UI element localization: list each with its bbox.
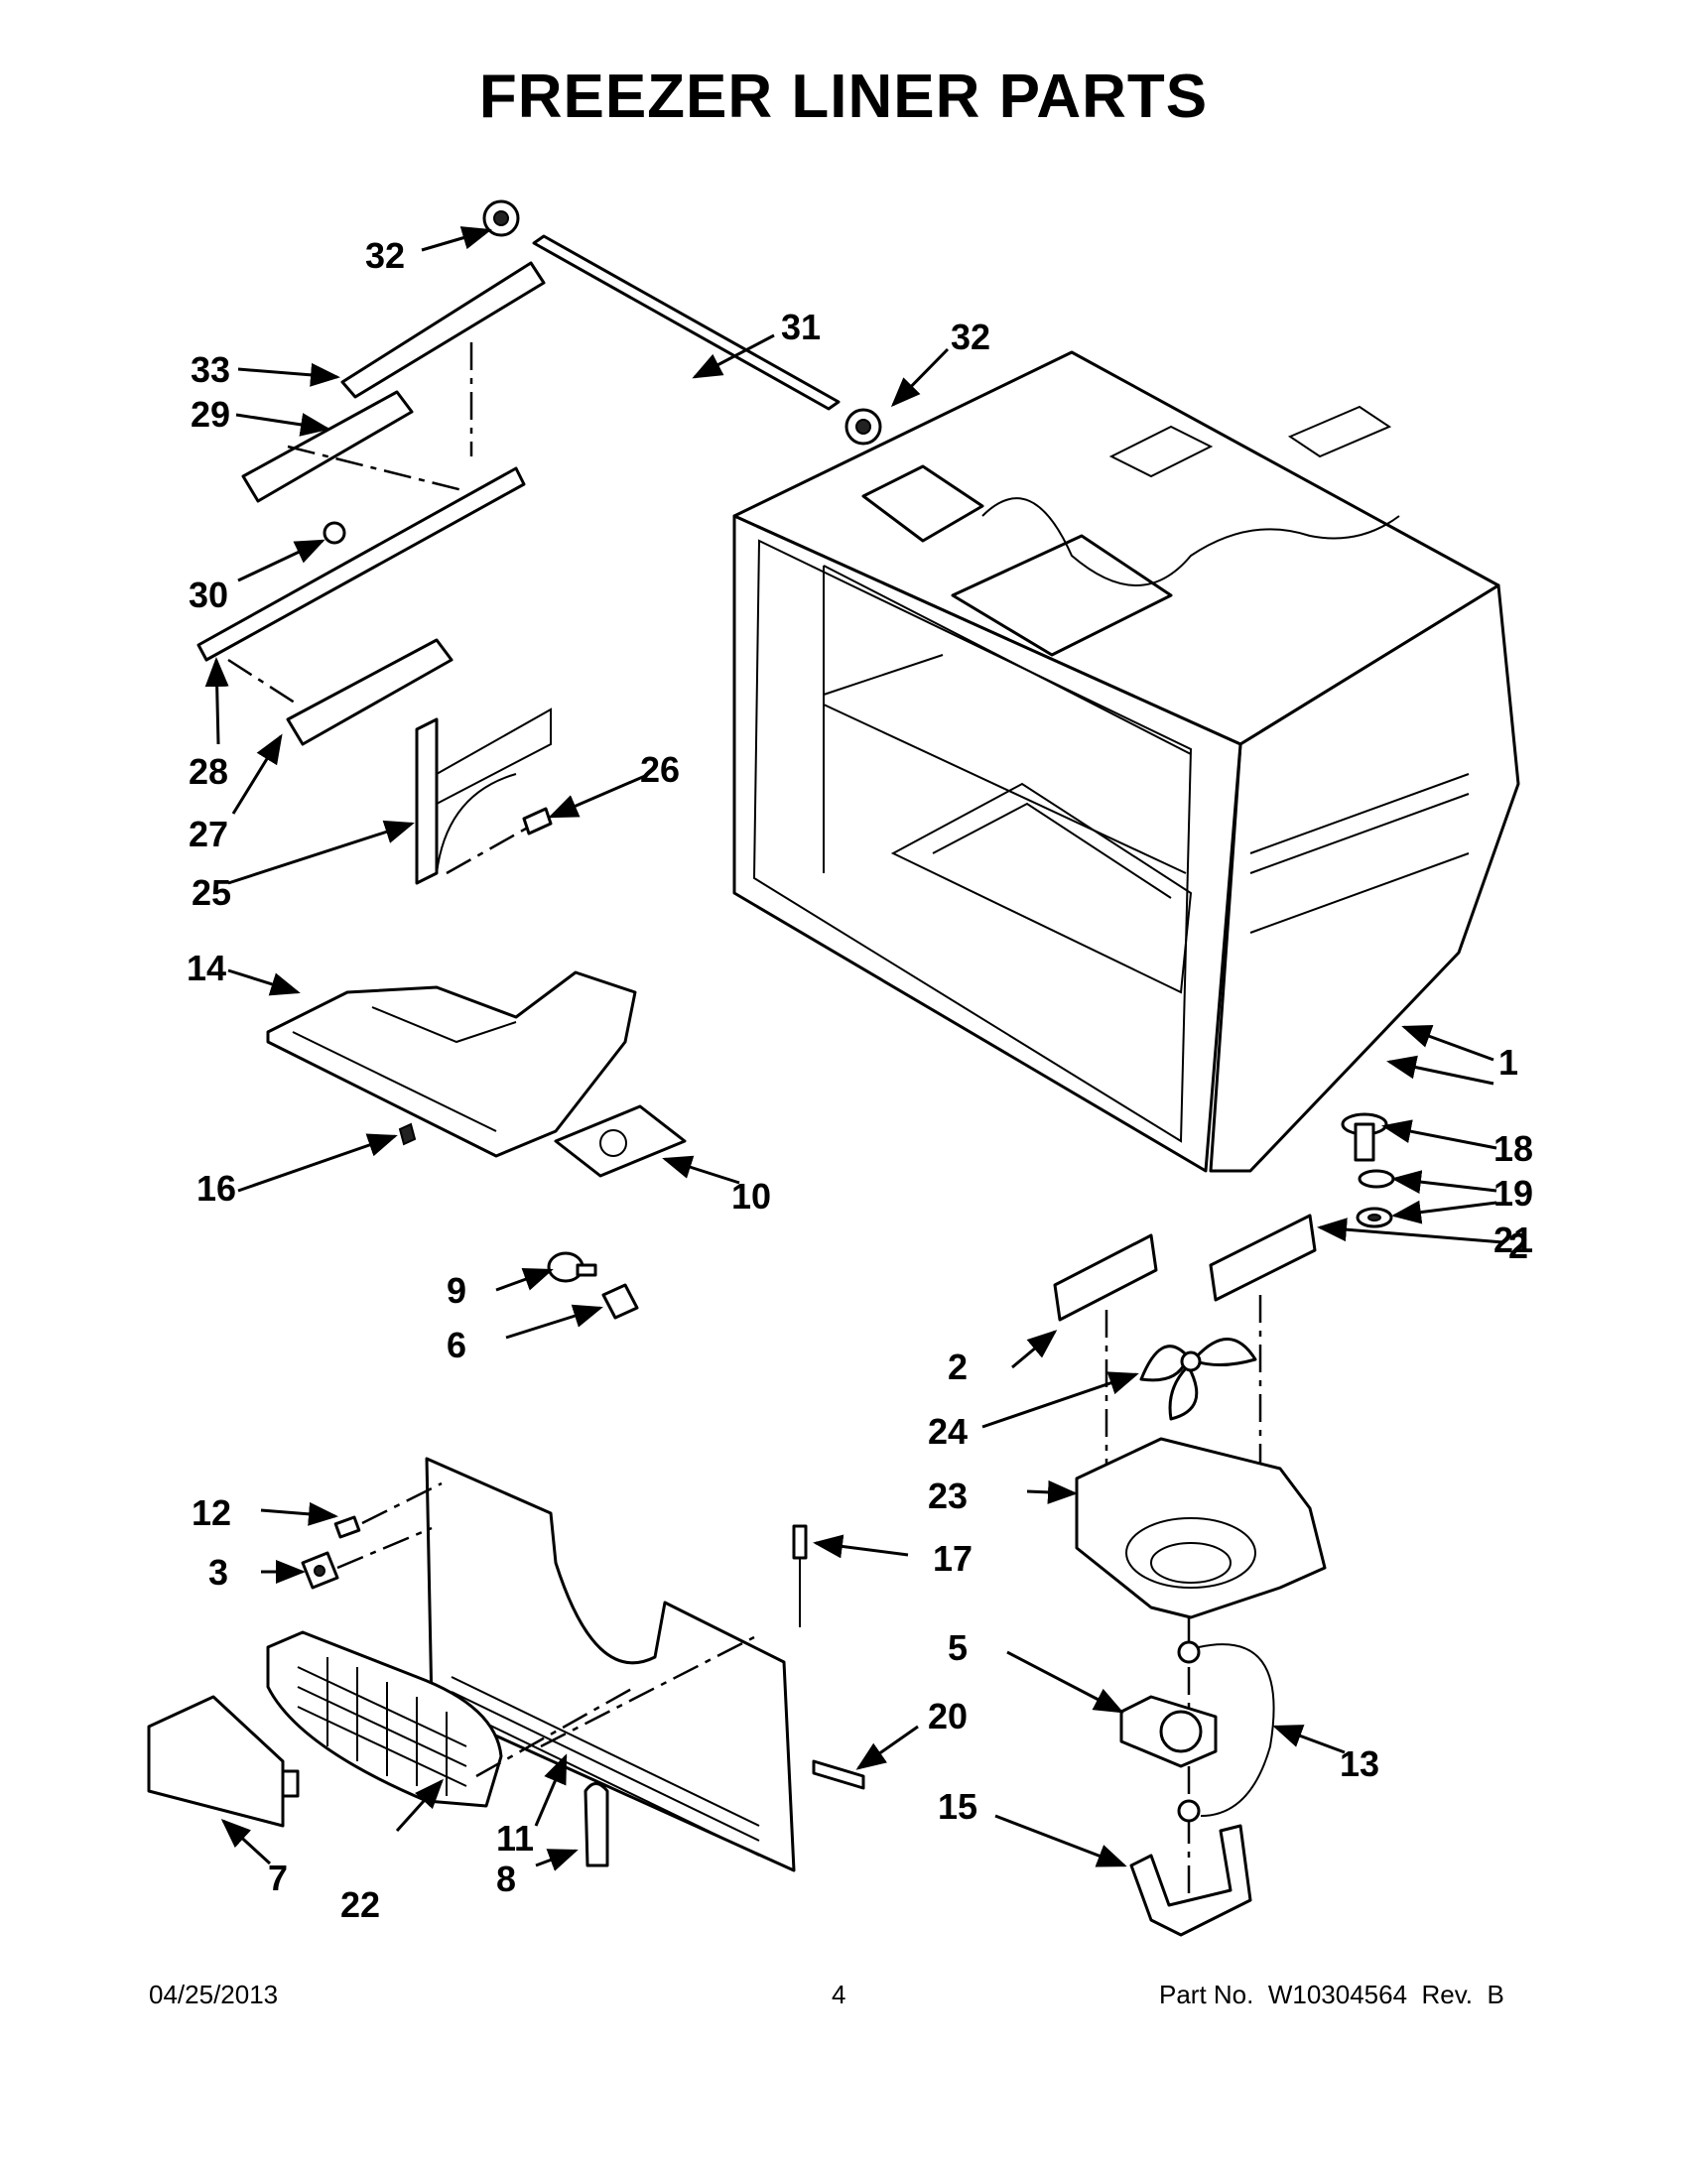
rail-end-bracket[interactable]	[286, 638, 454, 746]
o-ring[interactable]	[1358, 1169, 1395, 1189]
rod-part[interactable]	[532, 234, 841, 411]
spacer-bar[interactable]	[812, 1759, 865, 1790]
fan-motor[interactable]	[1119, 1640, 1218, 1823]
callout-2-right: 2	[1508, 1225, 1528, 1266]
grommet-3[interactable]	[301, 1551, 339, 1590]
callout-6: 6	[447, 1325, 466, 1365]
gear-upper[interactable]	[482, 199, 520, 237]
callout-9: 9	[447, 1270, 466, 1311]
bracket-plate[interactable]	[415, 717, 439, 885]
freezer-liner[interactable]	[732, 350, 1520, 1173]
callout-17: 17	[933, 1538, 973, 1579]
bulb-socket[interactable]	[601, 1283, 639, 1320]
motor-wire[interactable]	[1198, 1643, 1275, 1817]
footer-page-number: 4	[832, 1980, 846, 2009]
callout-24: 24	[928, 1411, 968, 1452]
switch-16[interactable]	[398, 1122, 417, 1146]
duct-cover[interactable]	[147, 1695, 285, 1828]
callout-2-left: 2	[948, 1347, 968, 1387]
callout-11: 11	[496, 1818, 534, 1859]
callout-22: 22	[340, 1884, 380, 1925]
drain-fitting[interactable]	[1341, 1112, 1388, 1162]
callout-30: 30	[189, 575, 228, 615]
callout-32-right: 32	[951, 317, 990, 357]
callout-19: 19	[1493, 1173, 1533, 1214]
callout-15: 15	[938, 1786, 977, 1827]
screw-30[interactable]	[323, 521, 346, 545]
fan-blade[interactable]	[1139, 1338, 1257, 1421]
callout-29: 29	[191, 394, 230, 435]
callout-18: 18	[1493, 1128, 1533, 1169]
rail-cover[interactable]	[340, 261, 546, 399]
callout-33: 33	[191, 349, 230, 390]
slide-rail[interactable]	[196, 466, 526, 662]
callout-13: 13	[1340, 1743, 1379, 1784]
gear-lower[interactable]	[844, 408, 882, 446]
callout-8: 8	[496, 1859, 516, 1899]
evaporator-cover[interactable]	[425, 1457, 796, 1872]
callout-16: 16	[196, 1168, 236, 1209]
callout-12: 12	[192, 1492, 231, 1533]
callout-25: 25	[192, 872, 231, 913]
insulation-pad-left[interactable]	[1053, 1233, 1158, 1322]
page-title: FREEZER LINER PARTS	[478, 63, 1209, 131]
callout-31: 31	[781, 307, 821, 347]
footer-date: 04/25/2013	[149, 1980, 279, 2009]
callout-10: 10	[731, 1176, 771, 1217]
ice-tray[interactable]	[266, 970, 637, 1158]
callout-7: 7	[268, 1858, 288, 1898]
motor-bracket[interactable]	[1129, 1824, 1252, 1937]
callout-21: 21	[1493, 1220, 1533, 1260]
screw-26[interactable]	[522, 807, 553, 835]
thermistor-sensor[interactable]	[792, 1524, 808, 1627]
label-sheet[interactable]	[554, 1104, 687, 1178]
insulation-pad-right[interactable]	[1209, 1214, 1317, 1302]
drain-plug[interactable]	[1356, 1207, 1393, 1228]
fan-shroud[interactable]	[1075, 1437, 1327, 1619]
callout-20: 20	[928, 1696, 968, 1736]
callout-26: 26	[640, 749, 680, 790]
callout-27: 27	[189, 814, 228, 854]
callout-14: 14	[187, 948, 226, 988]
screw-12[interactable]	[333, 1515, 361, 1539]
callout-5: 5	[948, 1627, 968, 1668]
callout-23: 23	[928, 1476, 968, 1516]
rail-bracket[interactable]	[241, 390, 414, 503]
callout-28: 28	[189, 751, 228, 792]
light-bulb[interactable]	[547, 1251, 597, 1283]
clip-8[interactable]	[584, 1782, 609, 1867]
footer-part-number: Part No. W10304564 Rev. B	[1159, 1980, 1504, 2009]
callout-3: 3	[208, 1552, 228, 1593]
callout-1: 1	[1498, 1042, 1518, 1083]
callout-32-top: 32	[365, 235, 405, 276]
